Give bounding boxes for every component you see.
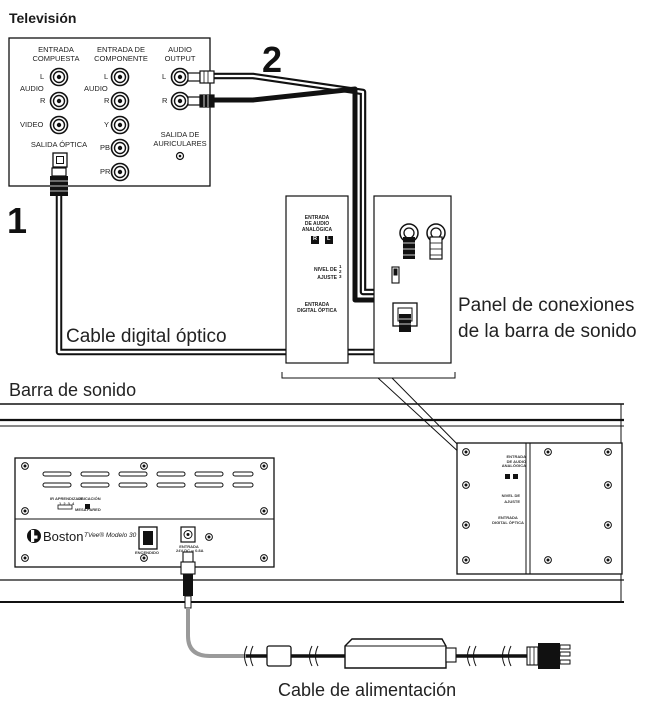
rca-plug-tv-l [187,70,215,84]
tv-label-audio-2: AUDIO [84,84,108,93]
sb-mesa: MESA [75,507,87,512]
boston-logo-mark [27,529,41,543]
caption-cable-alimentacion: Cable de alimentación [278,680,457,700]
panel-optical-port [392,302,418,332]
panel-switch [391,266,400,284]
panel-left [285,195,349,364]
sb-pared: PARED [87,507,101,512]
optical-plug-tv [50,167,68,196]
step-one: 1 [7,200,28,241]
panel-rca-jacks [399,223,446,260]
power-cable [180,551,571,669]
sb-brand: Boston [43,529,84,544]
sb-ir-aprendizaje: IR APRENDIZAJE [50,496,84,501]
tv-optical-port [52,152,68,168]
panel-label-r: R [313,236,317,242]
rca-plug-tv-r [187,94,215,108]
sb-model: TVee® Modelo 30 [84,532,137,539]
panel-right [373,195,452,364]
tv-panel [8,37,211,187]
dc-power-jack [180,526,213,543]
tv-label-l-3: L [162,72,167,81]
vent-slots [42,471,254,488]
sb-encendido: ENCENDIDO [135,550,160,555]
tv-label-l-2: L [104,72,109,81]
headphone-jack [175,151,185,161]
caption-cable-optico: Cable digital óptico [66,326,227,347]
tv-label-r-1: R [40,96,46,105]
sb-ir-nums: 1 2 3 4 [59,501,75,506]
back-plate-right [456,442,623,575]
tv-label-y: Y [104,120,110,129]
callout-lines [281,372,469,456]
soundbar-body [0,403,624,603]
tv-label-pr: PR [100,167,111,176]
tv-label-audio-1: AUDIO [20,84,44,93]
tv-label-r-2: R [104,96,110,105]
power-switch [138,526,158,550]
tv-label-pb: PB [100,143,111,152]
dip-switches [57,504,90,510]
panel-label-l: L [327,236,331,242]
caption-barra-sonido: Barra de sonido [9,380,137,400]
sb-ubicacion: UBICACIÓN [78,496,101,501]
tv-label-r-3: R [162,96,168,105]
tv-label-video: VIDEO [20,120,44,129]
page-title: Televisión [9,10,77,26]
tv-label-l-1: L [40,72,45,81]
tv-label-salida-optica: SALIDA ÓPTICA [30,140,88,149]
step-two: 2 [262,39,283,80]
